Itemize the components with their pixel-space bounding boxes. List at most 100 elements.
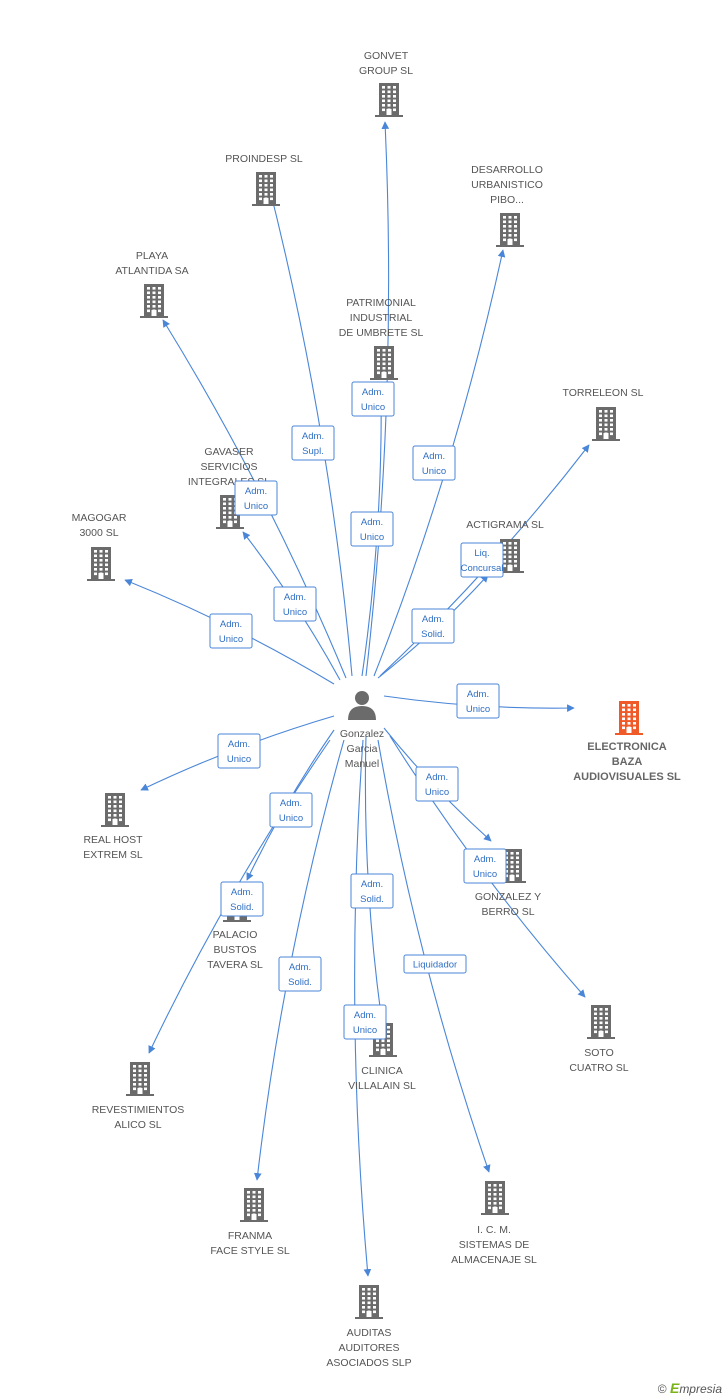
role-label-line: Unico <box>422 466 446 477</box>
role-label-line: Unico <box>283 607 307 618</box>
role-label: Adm.Unico <box>244 486 268 512</box>
role-label-line: Adm. <box>467 689 489 700</box>
building-icon <box>498 849 526 883</box>
role-badge-realhost: Adm.Unico <box>217 733 261 769</box>
role-label-line: Adm. <box>423 451 445 462</box>
building-icon <box>370 346 398 380</box>
company-label-line: I. C. M. <box>477 1224 511 1236</box>
role-label-line: Unico <box>219 634 243 645</box>
person-label-line: Gonzalez <box>340 728 384 740</box>
role-label: Adm. Solid. <box>230 887 254 913</box>
role-label-line: Unico <box>466 704 490 715</box>
role-badge-gonvet: Adm.Unico <box>351 381 395 417</box>
company-label: PLAYA ATLANTIDA SA <box>115 250 188 277</box>
building-icon <box>496 213 524 247</box>
role-badge-revestimientos: Adm. Solid. <box>220 881 264 917</box>
role-label: Adm.Solid. <box>360 879 384 905</box>
company-node-realhost[interactable]: REAL HOST EXTREM SL <box>83 793 143 861</box>
company-node-playa[interactable]: PLAYA ATLANTIDA SA <box>115 250 189 318</box>
company-node-proindesp[interactable]: PROINDESP SL <box>225 153 303 206</box>
company-label-line: AUDITORES <box>338 1342 399 1354</box>
company-label-line: EXTREM SL <box>83 849 143 861</box>
role-label-line: Adm. <box>284 592 306 603</box>
building-icon <box>355 1285 383 1319</box>
company-label-line: 3000 SL <box>79 527 118 539</box>
company-label-line: SOTO <box>584 1047 614 1059</box>
company-label-line: ASOCIADOS SLP <box>326 1357 411 1369</box>
role-badge-icm: Liquidador <box>403 954 467 974</box>
copyright-symbol: © <box>657 1382 667 1396</box>
building-icon <box>481 1181 509 1215</box>
role-label-line: Unico <box>361 402 385 413</box>
role-label-line: Unico <box>360 532 384 543</box>
company-label-line: FRANMA <box>228 1230 272 1242</box>
company-label-line: PROINDESP SL <box>225 153 303 165</box>
company-label: PROINDESP SL <box>225 153 303 165</box>
company-label-line: DE UMBRETE SL <box>339 327 424 339</box>
role-badge-soto: Adm. Unico <box>463 848 507 884</box>
role-label-line: Adm. <box>231 887 253 898</box>
company-label-line: PIBO... <box>490 194 524 206</box>
building-icon <box>216 495 244 529</box>
role-label: Adm.Unico <box>425 772 449 798</box>
role-badge-clinica: Adm.Solid. <box>350 873 394 909</box>
role-label: Adm. Unico <box>219 619 243 645</box>
building-icon <box>615 701 643 735</box>
company-label-line: REVESTIMIENTOS <box>92 1104 185 1116</box>
role-label-line: Unico <box>473 869 497 880</box>
company-label-line: VILLALAIN SL <box>348 1080 416 1092</box>
role-label-line: Adm. <box>474 854 496 865</box>
role-label: Adm. Unico <box>466 689 490 715</box>
role-label: Adm.Unico <box>360 517 384 543</box>
company-node-actigrama[interactable]: ACTIGRAMA SL <box>466 519 544 573</box>
company-label-line: AUDIOVISUALES SL <box>573 771 681 783</box>
role-label-line: Unico <box>279 813 303 824</box>
company-node-torreleon[interactable]: TORRELEON SL <box>563 387 644 441</box>
role-label-line: Liq. <box>474 548 489 559</box>
person-icon <box>348 691 376 720</box>
company-label-line: BUSTOS <box>214 944 257 956</box>
company-label-line: TORRELEON SL <box>563 387 644 399</box>
company-label-line: MAGOGAR <box>72 512 127 524</box>
company-label-line: ATLANTIDA SA <box>115 265 188 277</box>
company-label-line: ELECTRONICA <box>587 741 667 753</box>
role-badge-desarrollo: Adm. Unico <box>412 445 456 481</box>
role-label-line: Solid. <box>230 902 254 913</box>
person-label-line: Manuel <box>345 758 379 770</box>
company-label-line: PALACIO <box>213 929 258 941</box>
role-label-line: Solid. <box>360 894 384 905</box>
company-label-line: REAL HOST <box>83 834 143 846</box>
role-label-line: Concursal <box>461 563 504 574</box>
role-badge-electronica: Adm. Unico <box>456 683 500 719</box>
company-label-line: PLAYA <box>136 250 168 262</box>
role-badge-gavaser: Adm. Unico <box>273 586 317 622</box>
role-label-line: Adm. <box>220 619 242 630</box>
person-label-line: Garcia <box>347 743 378 755</box>
role-label: Adm.Solid. <box>421 614 445 640</box>
role-badge-franma: Adm.Solid. <box>278 956 322 992</box>
role-label-line: Adm. <box>422 614 444 625</box>
company-node-magogar[interactable]: MAGOGAR 3000 SL <box>72 512 127 581</box>
